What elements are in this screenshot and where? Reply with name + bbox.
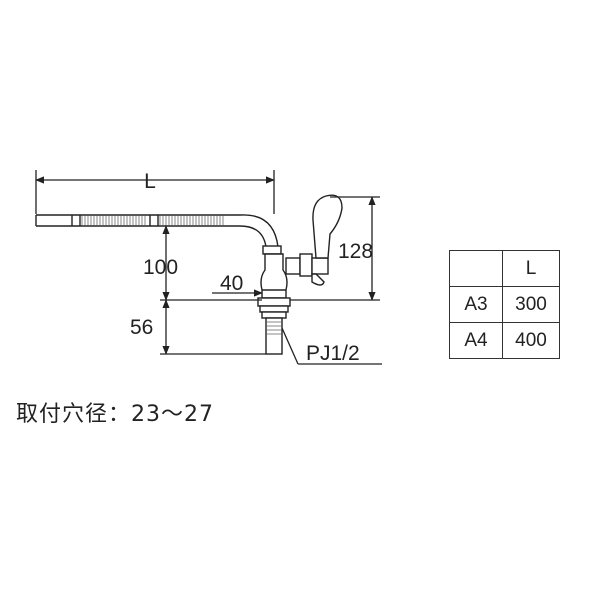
table-header-cell [449, 250, 503, 287]
table-cell: 300 [502, 286, 560, 323]
thread-leader [281, 327, 382, 365]
thread-label: PJ1/2 [306, 342, 360, 365]
faucet-body [257, 245, 291, 355]
spout-pipe [35, 214, 279, 248]
table-cell: 400 [502, 322, 560, 359]
shank-56-dimension [160, 299, 266, 355]
table-header-cell: L [502, 250, 560, 287]
height-128-dimension [290, 196, 380, 301]
mounting-hole-note: 取付穴径：23～27 [16, 402, 214, 427]
shank-56-label: 56 [130, 316, 153, 339]
length-label: L [144, 170, 156, 193]
lever-handle [285, 194, 343, 286]
table-header-row: L [449, 250, 560, 287]
size-table: L A3 300 A4 400 [449, 250, 560, 359]
table-row: A4 400 [449, 322, 560, 359]
pipe-corrugation [81, 215, 224, 226]
table-cell: A4 [449, 322, 503, 359]
height-100-label: 100 [143, 256, 178, 279]
table-row: A3 300 [449, 286, 560, 323]
table-cell: A3 [449, 286, 503, 323]
length-dimension [35, 170, 275, 214]
height-128-label: 128 [338, 240, 373, 263]
offset-40-label: 40 [220, 272, 243, 295]
height-100-dimension [160, 225, 262, 301]
shank-thread [266, 321, 282, 335]
